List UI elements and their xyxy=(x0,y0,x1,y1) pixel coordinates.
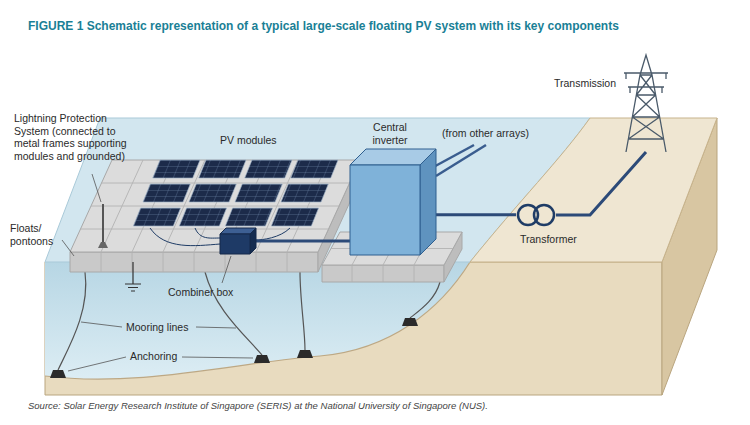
leader-line xyxy=(68,357,126,371)
pv-module xyxy=(235,184,282,202)
leader-line xyxy=(62,240,74,256)
ground-front-face xyxy=(45,262,662,395)
pylon-lattice xyxy=(624,55,668,152)
mooring-line xyxy=(410,282,440,318)
component-label: Transformer xyxy=(520,233,577,246)
seabed-line xyxy=(45,262,470,379)
anchor-block xyxy=(402,318,418,326)
mooring-line xyxy=(205,272,262,355)
anchor-block xyxy=(297,350,313,358)
lightning-rod xyxy=(102,204,104,246)
land-surface xyxy=(470,118,717,262)
transformer-symbol: Transformer xyxy=(516,203,556,227)
power-cable xyxy=(256,240,350,243)
pv-module xyxy=(271,208,318,226)
string-cable xyxy=(195,228,220,238)
string-cable xyxy=(256,228,290,240)
ground-symbol xyxy=(125,262,141,291)
power-cable xyxy=(556,152,646,215)
callout-label: Mooring lines xyxy=(126,321,188,334)
array-cable xyxy=(436,145,486,176)
combiner-side xyxy=(250,228,256,254)
transformer-coil xyxy=(534,205,554,225)
string-cable xyxy=(150,228,220,246)
leader-line xyxy=(81,322,122,327)
lightning-rod-base xyxy=(98,242,108,248)
leader-line xyxy=(222,256,231,283)
inverter-front xyxy=(350,165,420,255)
transmission-tower: Transmission xyxy=(620,55,672,152)
component-label: Transmission xyxy=(554,77,616,90)
pv-module xyxy=(245,160,292,178)
pv-module xyxy=(281,184,328,202)
inverter-side xyxy=(420,149,436,255)
leader-line xyxy=(196,327,236,328)
pv-module xyxy=(133,208,180,226)
float-grid xyxy=(81,160,350,272)
central-inverter-shape xyxy=(350,149,436,255)
pv-module xyxy=(143,184,190,202)
central-inverter: Central inverter xyxy=(350,149,436,255)
pv-module xyxy=(189,184,236,202)
power-cable xyxy=(436,213,516,216)
water-front-face xyxy=(45,262,470,379)
component-label: Combiner box xyxy=(168,286,233,299)
callout-label: Floats/ pontoons xyxy=(10,222,64,247)
callout-label: (from other arrays) xyxy=(442,127,529,140)
combiner-box-shape xyxy=(220,228,256,254)
anchor-block xyxy=(50,370,66,378)
pv-module xyxy=(225,208,272,226)
mooring-line xyxy=(300,272,305,350)
pv-module xyxy=(153,160,200,178)
leader-line xyxy=(92,174,101,202)
combiner-front xyxy=(220,234,250,254)
transformer-symbol-shape xyxy=(516,203,556,227)
mooring-line xyxy=(58,272,86,370)
source-caption: Source: Solar Energy Research Institute … xyxy=(28,400,488,412)
pv-module xyxy=(291,160,338,178)
pv-module xyxy=(179,208,226,226)
transmission-tower-shape xyxy=(620,55,672,152)
anchor-block xyxy=(254,355,270,363)
figure-title: FIGURE 1 Schematic representation of a t… xyxy=(28,19,619,34)
pv-array xyxy=(133,160,338,226)
component-label: Central inverter xyxy=(360,121,420,146)
leader-line xyxy=(182,357,253,358)
callout-label: PV modules xyxy=(220,134,277,147)
callout-label: Anchoring xyxy=(130,350,177,363)
pv-module xyxy=(199,160,246,178)
combiner-box: Combiner box xyxy=(220,228,256,254)
callout-label: Lightning Protection System (connected t… xyxy=(14,112,128,162)
